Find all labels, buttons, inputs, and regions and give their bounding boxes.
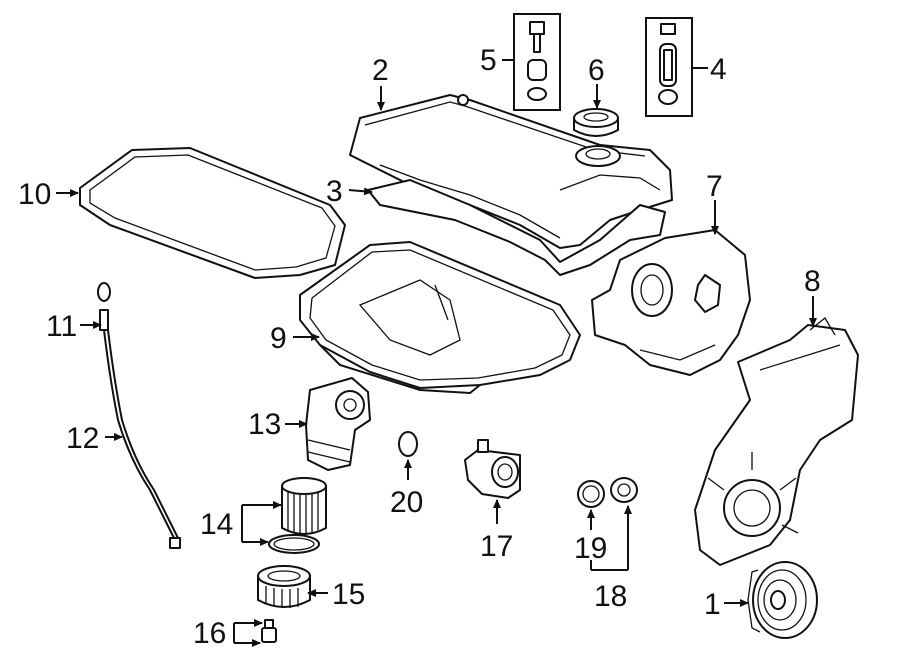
filter-o-ring [268, 534, 320, 554]
leader-lines [56, 59, 817, 643]
oil-pan-gasket-upper [79, 147, 346, 279]
oil-cooler-housing [464, 439, 521, 499]
oil-filter-adapter [305, 377, 371, 471]
callout-18: 18 [594, 580, 627, 613]
callout-14: 14 [200, 508, 233, 541]
oil-filter [281, 477, 327, 535]
callout-12: 12 [66, 422, 99, 455]
valve-cover-gasket [367, 179, 666, 276]
bolt-kit-box [513, 13, 561, 111]
callout-8: 8 [804, 265, 821, 298]
valve-cover [349, 94, 673, 249]
drain-plug [261, 619, 277, 643]
oil-filter-cap [257, 565, 311, 608]
callout-15: 15 [332, 578, 365, 611]
callout-6: 6 [588, 54, 605, 87]
callout-7: 7 [706, 170, 723, 203]
oil-filler-cap [573, 108, 619, 137]
callout-labels: 1 2 3 4 5 6 7 8 9 10 11 12 13 14 15 16 1… [18, 44, 821, 650]
crankshaft-pulley [747, 561, 818, 639]
callout-9: 9 [270, 322, 287, 355]
callout-10: 10 [18, 178, 51, 211]
seal-cap [577, 480, 605, 508]
front-cover [591, 229, 751, 376]
timing-belt-cover [694, 317, 859, 566]
callout-11: 11 [46, 310, 77, 343]
dipstick-and-tube [97, 282, 181, 549]
expansion-plug [398, 431, 418, 457]
callout-5: 5 [480, 44, 497, 77]
callout-19: 19 [574, 532, 607, 565]
sensor-plug [610, 477, 638, 503]
callout-13: 13 [248, 408, 281, 441]
callout-16: 16 [193, 617, 226, 650]
callout-4: 4 [710, 53, 727, 86]
callout-1: 1 [704, 588, 721, 621]
oil-pan [299, 241, 581, 395]
callout-17: 17 [480, 530, 513, 563]
stud-grommet-kit [645, 17, 693, 117]
callout-3: 3 [326, 175, 343, 208]
callout-2: 2 [372, 54, 389, 87]
bolt-grommet-kit [513, 13, 561, 111]
callout-20: 20 [390, 486, 423, 519]
